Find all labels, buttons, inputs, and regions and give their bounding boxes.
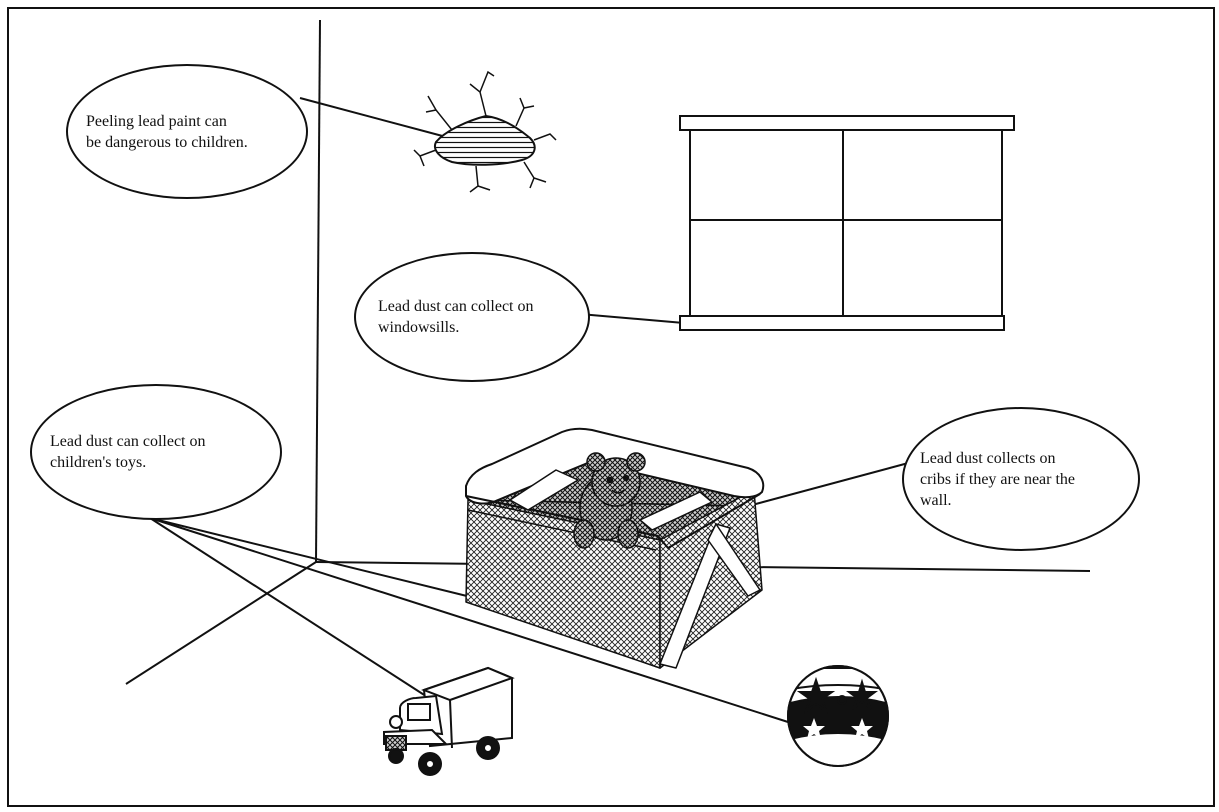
pointer-paint	[300, 98, 450, 138]
pointer-toys-to-truck	[150, 518, 432, 700]
callout-peeling-paint-text: Peeling lead paint can be dangerous to c…	[68, 111, 248, 153]
peeling-paint-icon	[414, 72, 556, 192]
callout-toys-text: Lead dust can collect on children's toys…	[32, 431, 206, 473]
pointer-crib	[752, 462, 912, 505]
toy-truck-icon	[384, 668, 512, 775]
callout-crib: Lead dust collects on cribs if they are …	[902, 407, 1140, 551]
callout-toys: Lead dust can collect on children's toys…	[30, 384, 282, 520]
callout-windowsill-text: Lead dust can collect on windowsills.	[356, 296, 534, 338]
pointer-toys-to-crib	[150, 518, 475, 598]
star-ball-icon	[786, 666, 890, 766]
callout-peeling-paint: Peeling lead paint can be dangerous to c…	[66, 64, 308, 199]
window-icon	[680, 116, 1014, 330]
callout-crib-text: Lead dust collects on cribs if they are …	[904, 448, 1075, 511]
callout-windowsill: Lead dust can collect on windowsills.	[354, 252, 590, 382]
